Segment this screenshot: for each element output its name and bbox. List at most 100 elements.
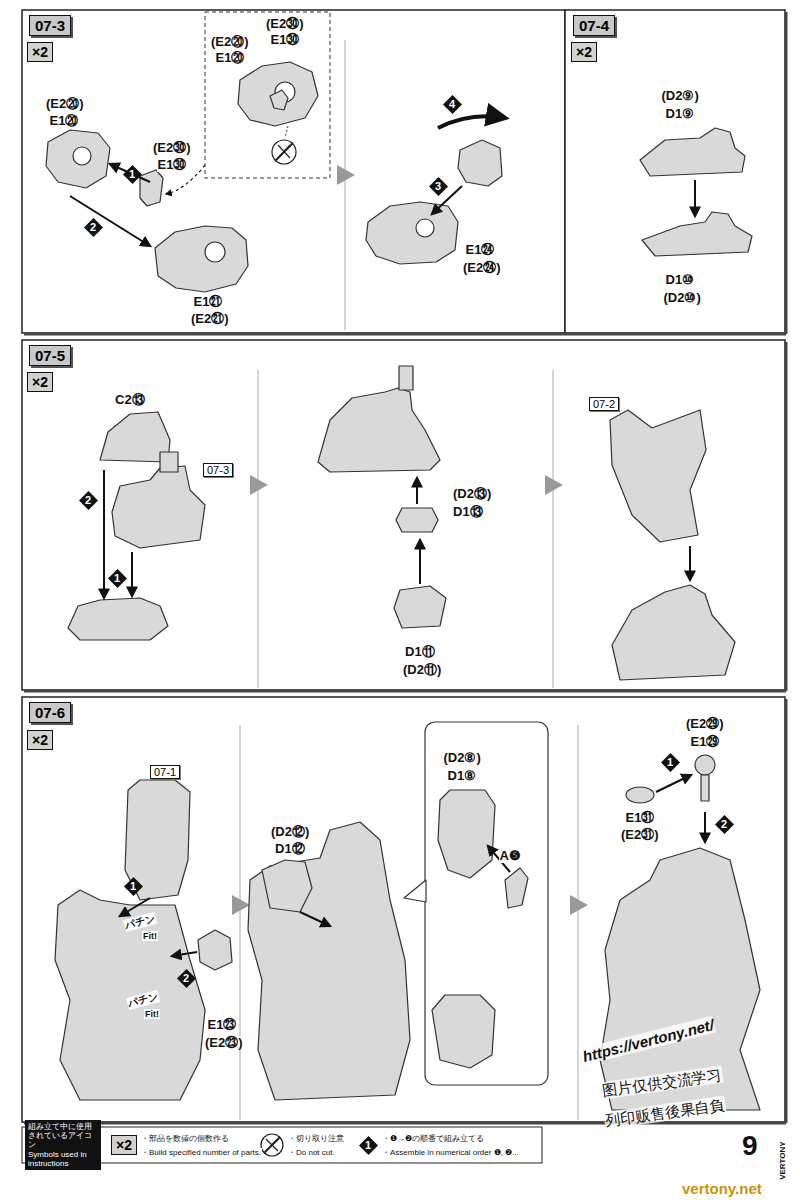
part-drawing bbox=[612, 585, 735, 680]
part-label: E1㉔ bbox=[465, 243, 496, 258]
part-drawing bbox=[140, 170, 163, 206]
part-label: (E2⑳) bbox=[45, 97, 85, 112]
step-number: 1 bbox=[661, 753, 680, 772]
part-drawing bbox=[396, 508, 438, 532]
part-label: (D2⑨) bbox=[661, 89, 700, 104]
assembly-arrow bbox=[419, 540, 421, 584]
assembly-arrow bbox=[656, 775, 691, 792]
step-number-text: 1 bbox=[667, 756, 673, 768]
part-drawing bbox=[432, 995, 495, 1068]
part-label: (D2⑩) bbox=[663, 291, 702, 306]
quantity-box: ×2 bbox=[27, 372, 53, 392]
page-note: ・❶→❷の順番で組み立てる bbox=[381, 1134, 485, 1143]
part-label: E1㉚ bbox=[270, 33, 301, 48]
part-drawing bbox=[600, 848, 760, 1110]
step-number: 2 bbox=[177, 969, 196, 988]
box-text: Symbols used in instructions bbox=[28, 1150, 98, 1168]
part-drawing bbox=[46, 130, 110, 188]
part-drawing bbox=[640, 128, 745, 176]
substep-separators bbox=[240, 40, 578, 1120]
part-drawing bbox=[125, 780, 190, 900]
part-drawing bbox=[399, 366, 413, 390]
part-drawing bbox=[55, 890, 205, 1100]
part-drawing bbox=[248, 822, 410, 1100]
part-drawing bbox=[626, 787, 654, 803]
step-header: 07-4 bbox=[573, 15, 615, 36]
step-number-text: 4 bbox=[449, 98, 455, 110]
part-label: D1⑩ bbox=[665, 273, 696, 288]
do-not-cut-icon bbox=[272, 140, 296, 164]
quantity-box: ×2 bbox=[571, 42, 597, 62]
part-drawing bbox=[701, 775, 709, 801]
step-reference: 07-3 bbox=[203, 463, 233, 477]
page-note: 列印贩售後果自負 bbox=[603, 1095, 726, 1129]
box-text: ×2 bbox=[32, 374, 48, 390]
leader-line bbox=[285, 126, 288, 138]
step-reference: 07-1 bbox=[150, 765, 180, 779]
part-label: (E2㉛) bbox=[620, 828, 660, 843]
part-label: D1⑪ bbox=[404, 645, 436, 660]
page-note: https://vertony.net/ bbox=[580, 1015, 717, 1065]
step-number-text: 1 bbox=[114, 572, 120, 584]
page-note: 9 bbox=[741, 1130, 759, 1162]
part-drawing bbox=[438, 790, 495, 878]
part-label: E1㉛ bbox=[625, 811, 656, 826]
step-header: 07-5 bbox=[29, 345, 71, 366]
step-header: 07-6 bbox=[29, 702, 71, 723]
panel-frames bbox=[22, 10, 785, 1163]
box-text: 07-1 bbox=[154, 766, 176, 778]
assembly-arrow bbox=[694, 180, 696, 216]
assembly-arrow bbox=[300, 912, 330, 926]
page-note: 图片仅供交流学习 bbox=[600, 1065, 723, 1099]
part-drawing bbox=[198, 930, 232, 970]
box-text: 07-3 bbox=[207, 464, 229, 476]
box-text: ×2 bbox=[116, 1137, 132, 1153]
part-label: (E2㉑) bbox=[190, 312, 230, 327]
part-drawing bbox=[155, 226, 248, 292]
step-number: 2 bbox=[79, 491, 98, 510]
part-drawing bbox=[695, 755, 715, 775]
step-number: 3 bbox=[429, 177, 448, 196]
part-drawing bbox=[318, 388, 440, 472]
parts bbox=[46, 62, 760, 1110]
part-label: C2⑬ bbox=[114, 393, 146, 408]
part-label: Fit! bbox=[144, 1009, 160, 1019]
page-note: ・切り取り注意 bbox=[287, 1134, 345, 1143]
detail-frame bbox=[205, 12, 330, 178]
box-text: 07-2 bbox=[593, 398, 615, 410]
part-drawing bbox=[270, 90, 288, 110]
part-drawing bbox=[68, 598, 168, 640]
part-drawing bbox=[458, 140, 502, 186]
part-label: D1⑫ bbox=[274, 842, 306, 857]
step-number-text: 3 bbox=[435, 180, 441, 192]
step-panel bbox=[22, 10, 565, 333]
quantity-box: ×2 bbox=[27, 730, 53, 750]
part-drawing bbox=[505, 868, 528, 908]
part-label: E1⑳ bbox=[49, 114, 80, 129]
page-note: ・Build specified number of parts. bbox=[140, 1148, 262, 1157]
page-note: ・Assemble in numerical order ❶, ❷... bbox=[381, 1148, 520, 1157]
box-text: ×2 bbox=[576, 44, 592, 60]
part-label: D1⑨ bbox=[665, 107, 696, 122]
page-note: VERTONY bbox=[777, 1140, 786, 1181]
part-drawing bbox=[112, 466, 205, 548]
quantity-box: ×2 bbox=[27, 42, 53, 62]
part-drawing bbox=[642, 212, 752, 256]
part-label: (D2⑫) bbox=[270, 825, 310, 840]
part-drawing bbox=[160, 452, 178, 472]
part-label: (E2㉔) bbox=[462, 261, 502, 276]
part-label: E1㉙ bbox=[690, 735, 721, 750]
part-hole bbox=[73, 147, 91, 165]
part-label: (E2⑳) bbox=[210, 35, 250, 50]
part-drawing bbox=[262, 860, 312, 912]
step-number: 2 bbox=[84, 218, 103, 237]
box-text: 07-6 bbox=[35, 704, 65, 721]
quantity-box: ×2 bbox=[111, 1135, 137, 1155]
part-label: パチン bbox=[123, 912, 157, 931]
step-number-text: 2 bbox=[721, 818, 727, 830]
assembly-arrow bbox=[416, 478, 418, 504]
part-label: D1⑬ bbox=[452, 505, 484, 520]
part-hole bbox=[416, 219, 434, 237]
step-number: 1 bbox=[108, 569, 127, 588]
